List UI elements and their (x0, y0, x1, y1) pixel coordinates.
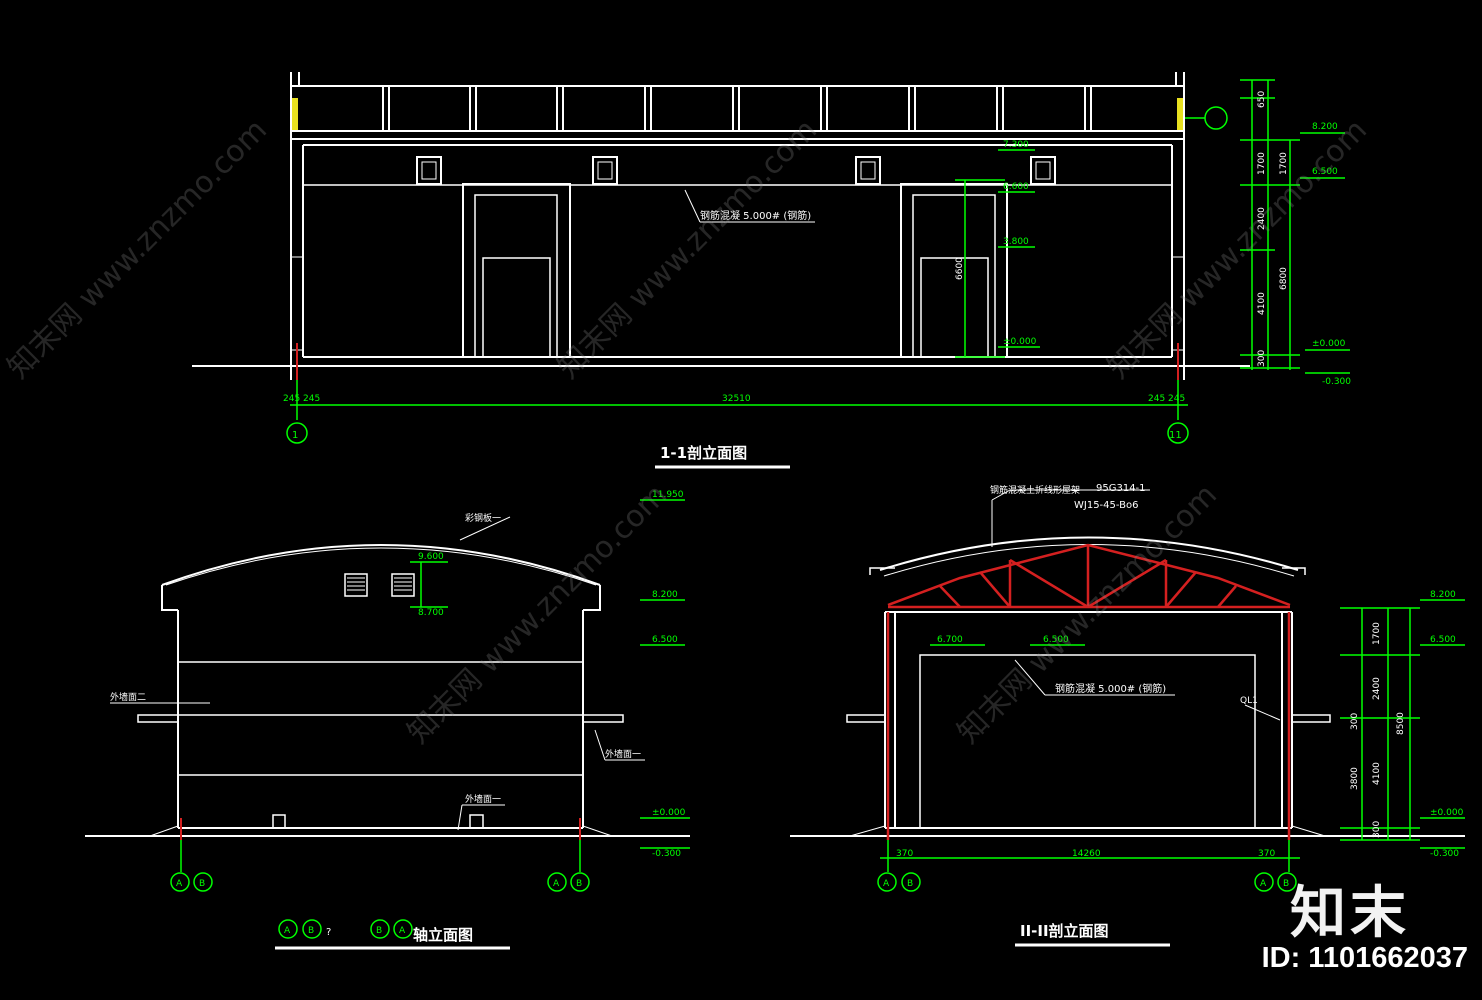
section-1-1-note: 钢筋混凝 5.000# (钢筋) (700, 209, 811, 222)
image-id: ID: 1101662037 (1261, 942, 1468, 974)
title-axis-a2: A (399, 926, 406, 936)
elev-6600: 6.600 (1003, 182, 1029, 192)
roof-truss (886, 543, 1291, 840)
vdim-2-300a: 300 (1350, 713, 1360, 730)
elev-8700: 8.700 (418, 608, 444, 618)
title-axis-b1: B (308, 926, 314, 936)
elev-2-neg: -0.300 (1430, 849, 1459, 859)
elev-11950: 11.950 (652, 490, 684, 500)
vdim-2-4100: 4100 (1372, 762, 1382, 785)
vdim-2400: 2400 (1257, 207, 1267, 230)
right-elev-zero: ±0.000 (1312, 339, 1346, 349)
title-question-mark: ? (326, 927, 331, 938)
vdim-300: 300 (1257, 350, 1267, 367)
elevation-ab-vent-slats (347, 577, 412, 591)
axis-b-left: B (199, 879, 205, 889)
elev-7300: 7.300 (1003, 140, 1029, 150)
overall-dimension: 32510 (722, 394, 751, 404)
right-elev-8200: 8.200 (1312, 122, 1338, 132)
label-door: 外墙面一 (465, 793, 501, 805)
elev-2-zero: ±0.000 (1430, 808, 1464, 818)
label-roof: 彩钢板一 (465, 512, 501, 524)
section-2-2-dimensions (877, 599, 1465, 892)
elev-ab-neg: -0.300 (652, 849, 681, 859)
elev-ab-8200: 8.200 (652, 590, 678, 600)
axis-11: 11 (1169, 430, 1182, 441)
roof-code-1: 95G314-1 (1096, 483, 1146, 494)
span-dimension: 14260 (1072, 849, 1101, 859)
vdim-2-3800: 3800 (1350, 767, 1360, 790)
door-dimension: 6600 (955, 257, 965, 280)
right-elev-neg: -0.300 (1322, 377, 1351, 387)
label-wall1: 外墙面一 (605, 748, 641, 760)
vdim-650: 650 (1257, 91, 1267, 108)
axis-1: 1 (292, 430, 298, 441)
vdim-4100: 4100 (1257, 292, 1267, 315)
vdim2-1700: 1700 (1279, 152, 1289, 175)
elev-ab-zero: ±0.000 (652, 808, 686, 818)
parapet-cap-right (1177, 98, 1183, 130)
label-wall2: 外墙面二 (110, 691, 146, 703)
vdim-2-2400: 2400 (1372, 677, 1382, 700)
elev-2-8200: 8.200 (1430, 590, 1456, 600)
vdim-2-1700: 1700 (1372, 622, 1382, 645)
axis-2-b-right: B (1283, 879, 1289, 889)
vdim-1700: 1700 (1257, 152, 1267, 175)
section-1-1-dimensions (286, 79, 1350, 444)
span-left-dim: 370 (896, 849, 913, 859)
watermark-1: 知末网 www.znzmo.com (1, 113, 274, 386)
section-1-1-title: 1-1剖立面图 (660, 444, 747, 462)
section-2-2-title: II-II剖立面图 (1020, 922, 1109, 940)
axis-a-right: A (553, 879, 560, 889)
axis-a-left: A (176, 879, 183, 889)
section-1-1 (192, 72, 1250, 380)
axis-b-right: B (576, 879, 582, 889)
title-axis-a1: A (284, 926, 291, 936)
axis-2-a-left: A (883, 879, 890, 889)
watermark-2: 知末网 www.znzmo.com (551, 113, 824, 386)
elev-9600: 9.600 (418, 552, 444, 562)
elev-6700: 6.700 (937, 635, 963, 645)
column-label-ql1: QL1 (1240, 696, 1258, 706)
right-wall-dimension: 245 245 (1148, 394, 1185, 404)
title-axis-b2: B (376, 926, 382, 936)
leader-1-1 (684, 189, 701, 223)
section-2-2 (790, 489, 1465, 837)
elev-2-6500: 6.500 (1043, 635, 1069, 645)
right-elev-6500: 6.500 (1312, 167, 1338, 177)
elev-2-6500r: 6.500 (1430, 635, 1456, 645)
brand-logo: 知末 (1290, 881, 1410, 946)
elevation-ab-dimensions (170, 499, 690, 939)
roof-note: 钢筋混凝土折线形屋架 (990, 484, 1080, 496)
left-wall-dimension: 245 245 (283, 394, 320, 404)
roof-code-2: WJ15-45-Bo6 (1074, 500, 1139, 511)
axis-2-b-left: B (907, 879, 913, 889)
elev-3800: 3.800 (1003, 237, 1029, 247)
elevation-ab-title: 轴立面图 (413, 926, 473, 944)
vdim-2-300b: 300 (1372, 821, 1382, 838)
elev-ab-6500: 6.500 (652, 635, 678, 645)
elevation-ab (85, 516, 690, 837)
vdim2-6800: 6800 (1279, 267, 1289, 290)
section-2-2-note: 钢筋混凝 5.000# (钢筋) (1055, 682, 1166, 695)
span-right-dim: 370 (1258, 849, 1275, 859)
axis-2-a-right: A (1260, 879, 1267, 889)
vdim-2-8500: 8500 (1396, 712, 1406, 735)
parapet-cap-left (292, 98, 298, 130)
elev-zero: ±0.000 (1003, 337, 1037, 347)
